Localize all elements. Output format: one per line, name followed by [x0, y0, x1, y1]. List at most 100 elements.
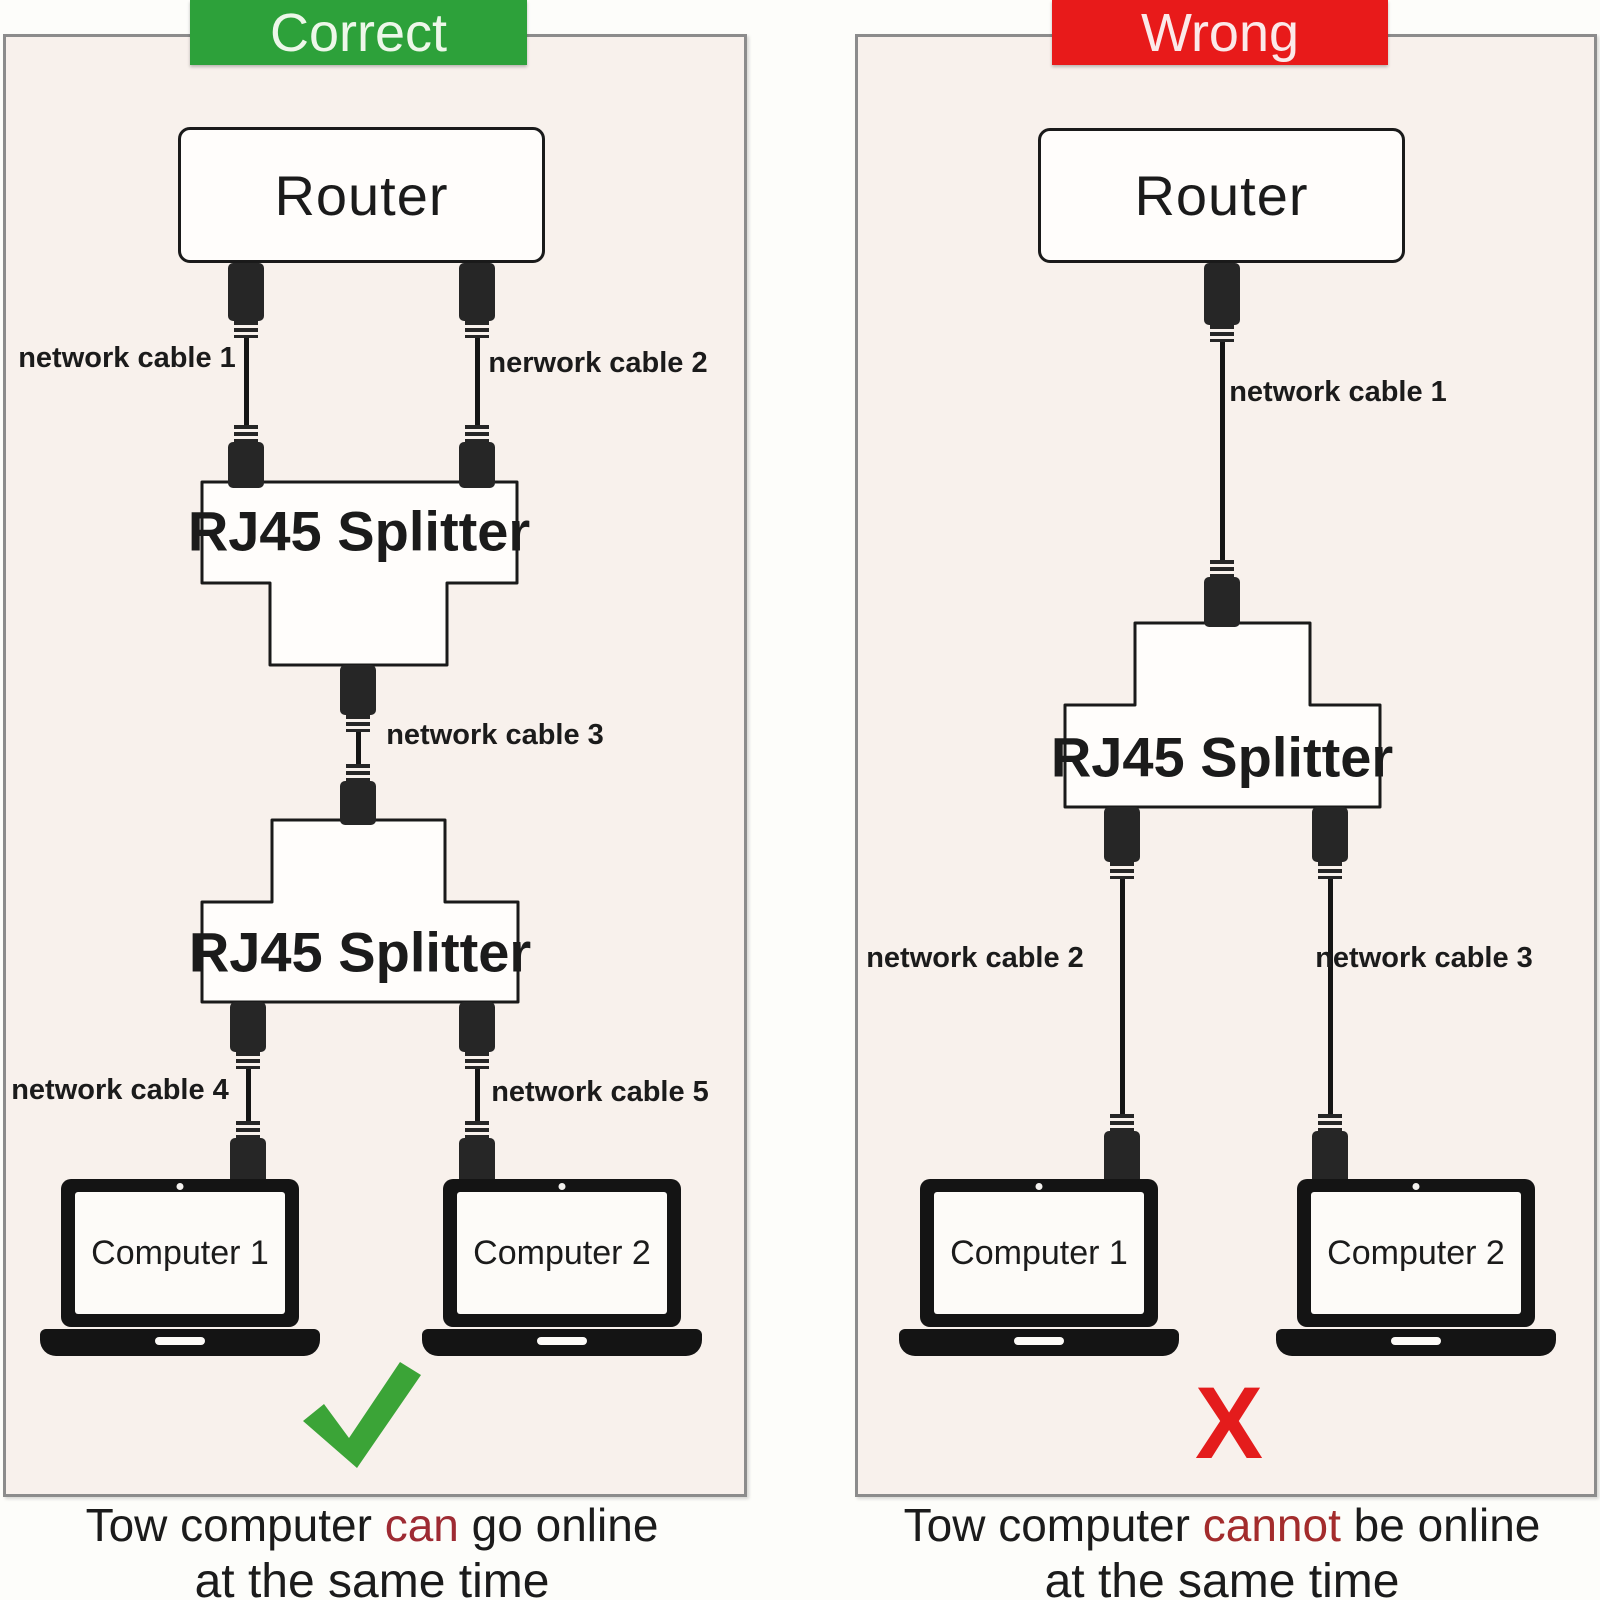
cable-ridges-icon [346, 715, 370, 732]
webcam-dot-icon [1412, 1183, 1420, 1190]
cable-ridges-icon [236, 1121, 260, 1138]
router-right: Router [1038, 128, 1405, 263]
rj45-plug-icon [459, 263, 495, 321]
cable-wire [355, 732, 361, 764]
rj45-plug-icon [230, 1138, 266, 1186]
caption-prefix: Tow computer [903, 1499, 1203, 1551]
cable-wire [1327, 879, 1333, 1114]
rj45-plug-icon [1104, 1131, 1140, 1186]
router-left-label: Router [274, 163, 449, 227]
wrong-header-label: Wrong [1140, 2, 1300, 63]
correct-caption-line2: at the same time [194, 1555, 550, 1600]
cable-label-5: network cable 5 [491, 1076, 709, 1108]
cable-ridges-icon [234, 321, 258, 338]
caption-suffix: be online [1340, 1499, 1541, 1551]
webcam-dot-icon [176, 1183, 184, 1190]
laptop-computer-2-right: Computer 2 [1276, 1179, 1556, 1356]
laptop-bezel: Computer 1 [920, 1179, 1158, 1327]
rj45-plug-icon [1312, 807, 1348, 862]
laptop-base [1276, 1329, 1556, 1356]
rj45-plug-icon [340, 665, 376, 715]
rj45-plug-icon [1312, 1131, 1348, 1186]
caption-highlight-can: can [384, 1499, 459, 1551]
router-right-label: Router [1134, 164, 1309, 227]
caption-prefix: Tow computer [85, 1499, 385, 1551]
laptop-base [899, 1329, 1179, 1356]
rj45-plug-icon [228, 263, 264, 321]
cable-wire [474, 338, 480, 425]
rj45-plug-icon [459, 442, 495, 488]
rj45-plug-icon [228, 442, 264, 488]
laptop-computer-1-left: Computer 1 [40, 1179, 320, 1356]
splitter1-label: RJ45 Splitter [187, 499, 531, 563]
cable-label-4: network cable 4 [11, 1074, 229, 1106]
cable-wire [474, 1069, 480, 1121]
router-left: Router [178, 127, 545, 263]
laptop-base [422, 1329, 702, 1356]
laptop-base [40, 1329, 320, 1356]
splitter-right-label: RJ45 Splitter [1050, 725, 1394, 789]
network-cable-3-right [1312, 807, 1348, 1186]
cable-ridges-icon [1210, 325, 1234, 342]
cable-ridges-icon [346, 764, 370, 781]
laptop-screen: Computer 1 [75, 1192, 285, 1314]
network-cable-2-right [1104, 807, 1140, 1186]
cable-wire [1119, 879, 1125, 1114]
cable-ridges-icon [1110, 862, 1134, 879]
correct-header: Correct [190, 0, 527, 65]
network-cable-1-right [1204, 263, 1240, 627]
cable-ridges-icon [236, 1052, 260, 1069]
laptop-computer-1-right: Computer 1 [899, 1179, 1179, 1356]
laptop-slot [1014, 1337, 1064, 1345]
cable-label-3-right: network cable 3 [1315, 942, 1533, 974]
caption-suffix: go online [458, 1499, 659, 1551]
cable-ridges-icon [465, 1052, 489, 1069]
webcam-dot-icon [1035, 1183, 1043, 1190]
cable-label-2-right: network cable 2 [866, 942, 1084, 974]
laptop-slot [1391, 1337, 1441, 1345]
laptop-screen: Computer 2 [1311, 1192, 1521, 1314]
cable-label-1: network cable 1 [18, 342, 236, 374]
laptop-screen: Computer 1 [934, 1192, 1144, 1314]
wrong-header: Wrong [1052, 0, 1388, 65]
webcam-dot-icon [558, 1183, 566, 1190]
cable-ridges-icon [465, 425, 489, 442]
network-cable-4 [230, 1002, 266, 1186]
splitter2-label: RJ45 Splitter [188, 920, 532, 984]
cable-ridges-icon [1318, 862, 1342, 879]
laptop-slot [537, 1337, 587, 1345]
computer1-left-label: Computer 1 [91, 1233, 269, 1272]
laptop-screen: Computer 2 [457, 1192, 667, 1314]
cable-ridges-icon [1318, 1114, 1342, 1131]
cable-ridges-icon [465, 1121, 489, 1138]
rj45-plug-icon [1204, 577, 1240, 627]
network-cable-2 [459, 263, 495, 488]
rj45-plug-icon [1104, 807, 1140, 862]
correct-header-label: Correct [269, 2, 448, 63]
rj45-plug-icon [230, 1002, 266, 1052]
cable-ridges-icon [1110, 1114, 1134, 1131]
network-cable-3 [340, 665, 376, 825]
cable-ridges-icon [465, 321, 489, 338]
correct-caption-line1: Tow computer can go online [86, 1498, 659, 1552]
rj45-plug-icon [459, 1002, 495, 1052]
laptop-bezel: Computer 2 [1297, 1179, 1535, 1327]
cable-wire [245, 1069, 251, 1121]
cable-label-1-right: network cable 1 [1229, 376, 1447, 408]
laptop-computer-2-left: Computer 2 [422, 1179, 702, 1356]
computer2-left-label: Computer 2 [473, 1233, 651, 1272]
cable-ridges-icon [234, 425, 258, 442]
laptop-bezel: Computer 1 [61, 1179, 299, 1327]
rj45-plug-icon [459, 1138, 495, 1186]
rj45-plug-icon [1204, 263, 1240, 325]
computer1-right-label: Computer 1 [950, 1233, 1128, 1272]
caption-highlight-cannot: cannot [1202, 1499, 1341, 1551]
laptop-slot [155, 1337, 205, 1345]
cable-ridges-icon [1210, 560, 1234, 577]
network-cable-5 [459, 1002, 495, 1186]
wrong-caption-line1: Tow computer cannot be online [904, 1498, 1541, 1552]
cable-wire [1219, 342, 1225, 560]
laptop-bezel: Computer 2 [443, 1179, 681, 1327]
rj45-plug-icon [340, 781, 376, 825]
